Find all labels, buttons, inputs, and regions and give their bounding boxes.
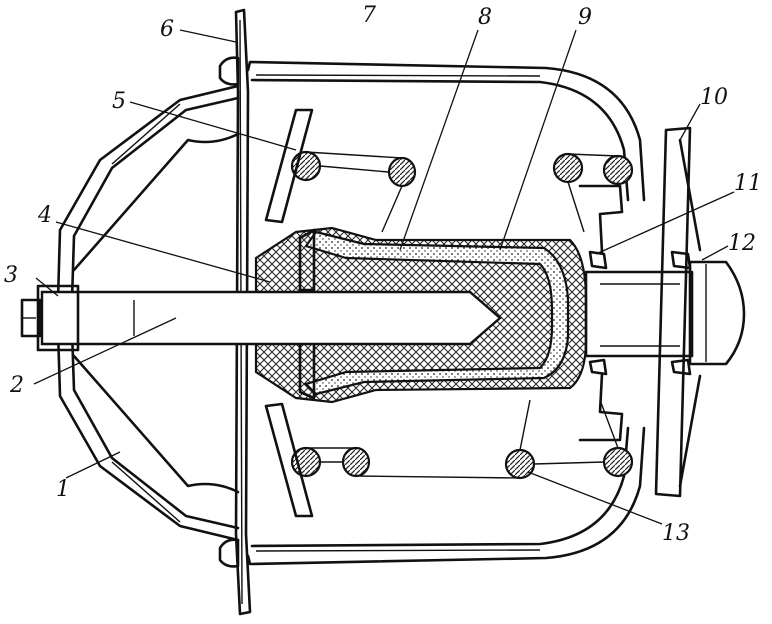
housing-7 [246, 60, 646, 566]
callout-13: 13 [662, 521, 690, 546]
callout-10: 10 [700, 85, 728, 110]
callout-11: 11 [734, 171, 762, 196]
callout-6: 6 [160, 17, 174, 42]
flange-rivets [218, 56, 240, 568]
callout-2: 2 [9, 373, 24, 398]
housing-1 [56, 84, 240, 542]
callout-3: 3 [4, 263, 18, 288]
callout-9: 9 [578, 5, 592, 30]
callout-12: 12 [728, 231, 756, 256]
right-cover [578, 126, 702, 498]
spring-coils [290, 150, 634, 480]
end-fitting-3 [20, 284, 80, 352]
leader-lines [33, 29, 735, 525]
callout-5: 5 [112, 89, 126, 114]
callout-8: 8 [478, 5, 492, 30]
nut-12 [688, 260, 746, 366]
callout-1: 1 [56, 477, 70, 502]
shaft-2 [40, 270, 694, 358]
callout-7: 7 [362, 3, 376, 28]
callout-4: 4 [37, 203, 52, 228]
